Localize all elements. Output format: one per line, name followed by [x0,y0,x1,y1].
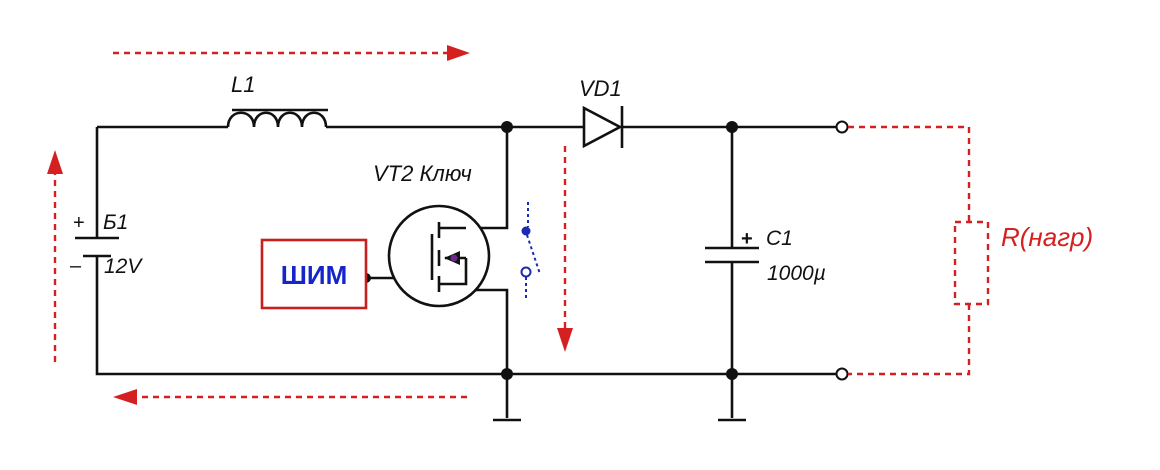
load-wire-bottom [848,304,971,376]
current-flow [47,45,573,405]
capacitor-plus-sign: + [741,228,753,250]
battery-name-label: Б1 [103,211,128,234]
switch-contact-closed [521,226,531,236]
current-arrow-left-head [47,150,63,174]
load-wire-top [848,125,971,222]
junction-dot [726,368,738,380]
output-terminal-top [835,120,849,134]
switch-equivalent [520,202,541,298]
wire-source [466,288,509,374]
transistor-label: VT2 Ключ [373,161,472,186]
output-terminal-bottom [835,367,849,381]
battery-minus-sign: – [70,255,82,277]
capacitor-name-label: C1 [766,227,793,250]
mosfet-source-lead [439,258,468,286]
wire-drain [466,127,509,230]
load-resistor-body [953,220,990,306]
diode-vd1: VD1 [579,76,624,149]
inductor-l1: L1 [226,72,328,128]
pwm-label: ШИМ [281,260,347,290]
junction-dot [501,368,513,380]
current-arrow-bottom-head [113,389,137,405]
mosfet-arrow-dot [450,254,458,262]
capacitor-value-label: 1000µ [767,262,826,285]
inductor-coil [226,111,328,128]
junction-dot [726,121,738,133]
battery-plus-sign: + [73,212,85,234]
inductor-label: L1 [231,72,255,97]
wire-left-bottom [95,256,838,376]
switch-blade [526,234,541,275]
pwm-controller: ШИМ [260,238,368,310]
current-arrow-switch-head [557,328,573,352]
pwm-box [260,238,368,310]
switch-contact-open [520,266,532,278]
load-label: R(нагр) [1001,222,1093,252]
diode-label: VD1 [579,76,622,101]
load-resistor: R(нагр) [848,125,1093,376]
battery-voltage-label: 12V [104,255,143,278]
battery-b1: + – Б1 12V [70,211,143,278]
junction-dot [501,121,513,133]
capacitor-c1: + C1 1000µ [705,227,826,285]
current-arrow-top-head [447,45,470,61]
mosfet-vt2: VT2 Ключ [373,161,491,308]
diode-triangle [582,105,623,149]
